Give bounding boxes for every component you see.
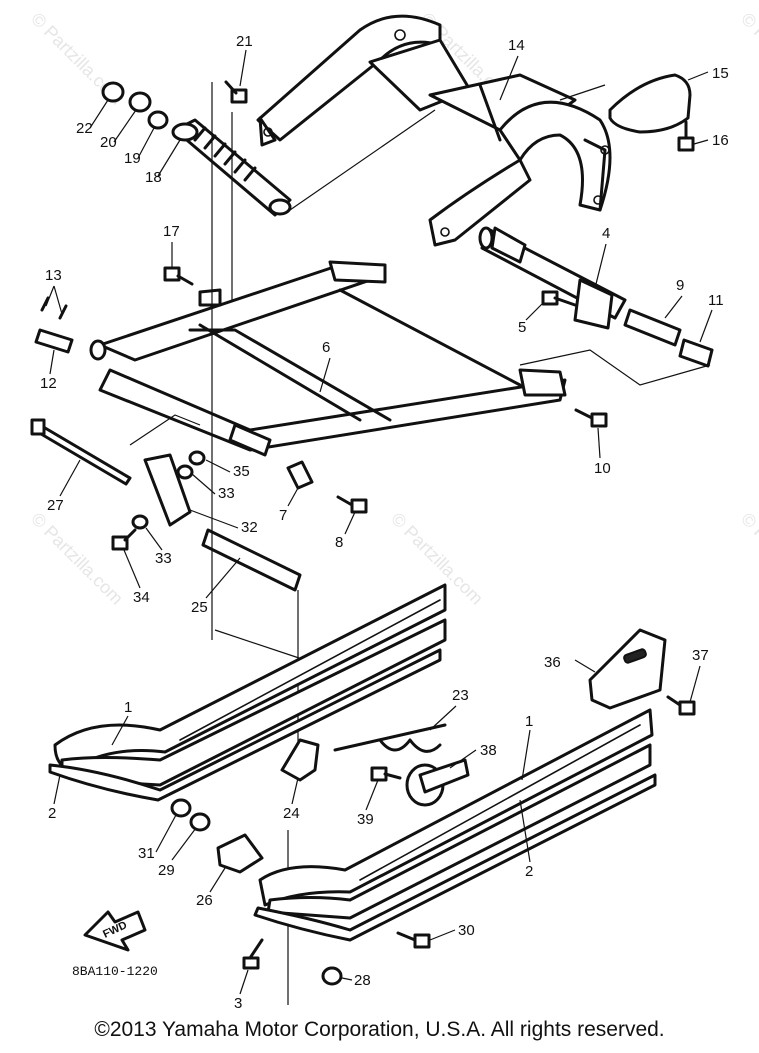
callout-label: 19 bbox=[124, 150, 141, 167]
bolt-part-39 bbox=[370, 766, 402, 782]
callout-label: 2 bbox=[48, 805, 56, 822]
callout-label: 18 bbox=[145, 169, 162, 186]
callout-label: 33 bbox=[155, 550, 172, 567]
callout-label: 13 bbox=[45, 267, 62, 284]
copyright-notice: ©2013 Yamaha Motor Corporation, U.S.A. A… bbox=[94, 1018, 665, 1041]
callout-label: 27 bbox=[47, 497, 64, 514]
callout-label: 25 bbox=[191, 599, 208, 616]
callout-label: 21 bbox=[236, 33, 253, 50]
callout-label: 34 bbox=[133, 589, 150, 606]
watermark: © Partzilla.com bbox=[737, 509, 759, 609]
callout-label: 31 bbox=[138, 845, 155, 862]
washer-part-33 bbox=[131, 514, 149, 530]
plate-part-36 bbox=[588, 628, 667, 710]
bolt-part-21 bbox=[224, 80, 248, 104]
clip-part-13 bbox=[40, 296, 68, 320]
callout-label: 36 bbox=[544, 654, 561, 671]
collar-part-7 bbox=[286, 460, 314, 490]
callout-label: 33 bbox=[218, 485, 235, 502]
callout-label: 10 bbox=[594, 460, 611, 477]
callout-label: 20 bbox=[100, 134, 117, 151]
screw-part-3 bbox=[242, 938, 264, 970]
bolt-part-37 bbox=[666, 695, 696, 716]
watermark: © Partzilla.com bbox=[27, 509, 127, 609]
bushing-part-20 bbox=[128, 91, 152, 113]
callout-label: 1 bbox=[525, 713, 533, 730]
callout-label: 23 bbox=[452, 687, 469, 704]
pin-part-12 bbox=[34, 328, 74, 354]
block-part-26 bbox=[216, 833, 264, 874]
nut-part-31 bbox=[170, 798, 192, 818]
callout-label: 22 bbox=[76, 120, 93, 137]
washer-part-33 bbox=[176, 464, 194, 480]
watermark: © Partzilla.com bbox=[737, 9, 759, 109]
callout-label: 1 bbox=[124, 699, 132, 716]
spring-part-38 bbox=[378, 738, 470, 807]
rear-arm-part-14 bbox=[256, 14, 612, 247]
bracket-part-15 bbox=[608, 73, 692, 134]
bolt-part-34 bbox=[111, 528, 137, 551]
nut-part-28 bbox=[321, 966, 343, 986]
callout-label: 15 bbox=[712, 65, 729, 82]
callout-label: 17 bbox=[163, 223, 180, 240]
long-bolt-part-27 bbox=[30, 418, 132, 486]
callout-label: 4 bbox=[602, 225, 610, 242]
bolt-part-10 bbox=[574, 408, 608, 428]
callout-labels: 21 14 15 16 22 20 19 18 17 4 13 9 11 5 6… bbox=[40, 33, 729, 1012]
callout-label: 7 bbox=[279, 507, 287, 524]
bolt-part-30 bbox=[396, 931, 431, 949]
nut-part-29 bbox=[189, 812, 211, 832]
callout-label: 14 bbox=[508, 37, 525, 54]
callout-label: 38 bbox=[480, 742, 497, 759]
wear-bar-part-2-right bbox=[253, 773, 657, 942]
callout-label: 2 bbox=[525, 863, 533, 880]
callout-label: 35 bbox=[233, 463, 250, 480]
cross-shaft-part-4 bbox=[478, 226, 627, 330]
link-part-32 bbox=[143, 453, 192, 527]
callout-label: 3 bbox=[234, 995, 242, 1012]
callout-label: 37 bbox=[692, 647, 709, 664]
callout-label: 30 bbox=[458, 922, 475, 939]
plate-slot bbox=[623, 648, 647, 664]
collar-part-19 bbox=[147, 110, 169, 130]
callout-label: 6 bbox=[322, 339, 330, 356]
callout-label: 11 bbox=[708, 292, 724, 309]
frame-part-6 bbox=[89, 260, 567, 457]
callout-label: 28 bbox=[354, 972, 371, 989]
callout-label: 26 bbox=[196, 892, 213, 909]
bolt-part-8 bbox=[336, 495, 368, 514]
bolt-part-5 bbox=[541, 290, 577, 307]
nut-part-22 bbox=[101, 81, 125, 103]
spring-rod-part-23 bbox=[333, 723, 447, 752]
shaft-part-25 bbox=[201, 528, 302, 592]
bolt-part-17 bbox=[163, 266, 194, 286]
wear-bar-part-2-left bbox=[48, 648, 442, 802]
callout-label: 39 bbox=[357, 811, 374, 828]
pin-part-9 bbox=[623, 308, 682, 347]
callout-label: 9 bbox=[676, 277, 684, 294]
callout-label: 29 bbox=[158, 862, 175, 879]
bracket-part-24 bbox=[280, 738, 320, 782]
callout-label: 8 bbox=[335, 534, 343, 551]
drawing-code: 8BA110-1220 bbox=[72, 964, 158, 979]
callout-label: 24 bbox=[283, 805, 300, 822]
callout-label: 12 bbox=[40, 375, 57, 392]
callout-label: 5 bbox=[518, 319, 526, 336]
callout-ticks bbox=[45, 49, 713, 995]
callout-label: 32 bbox=[241, 519, 258, 536]
nut-part-35 bbox=[188, 450, 206, 466]
collar-part-11 bbox=[678, 338, 714, 368]
forward-arrow-icon: FWD bbox=[83, 910, 147, 952]
bolt-part-16 bbox=[677, 120, 695, 152]
callout-label: 16 bbox=[712, 132, 729, 149]
